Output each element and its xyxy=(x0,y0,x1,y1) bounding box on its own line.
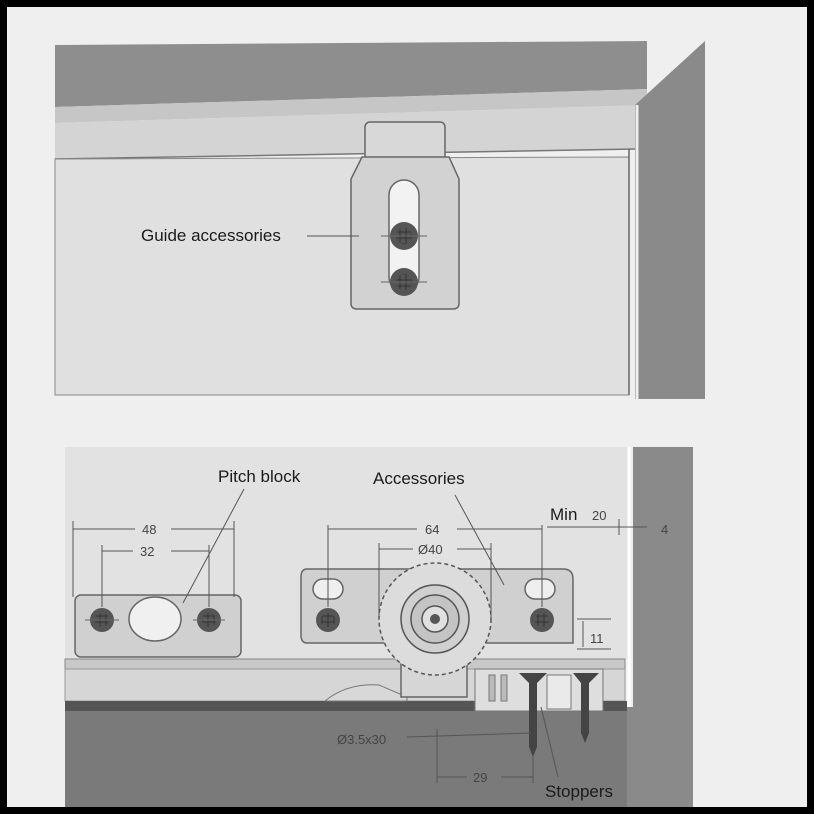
floor-block xyxy=(65,711,627,807)
top-frame-rail xyxy=(55,41,647,107)
dim-29: 29 xyxy=(473,770,487,785)
stoppers-label: Stoppers xyxy=(545,782,613,801)
guide-accessories-label: Guide accessories xyxy=(141,226,281,245)
accessories-label: Accessories xyxy=(373,469,465,488)
top-door-panel xyxy=(54,156,630,396)
dimension-lines xyxy=(72,519,647,783)
diagram-photo: Guide accessories xyxy=(7,7,807,807)
dim-64: 64 xyxy=(425,522,439,537)
dim-4: 4 xyxy=(661,522,668,537)
installation-diagram: Guide accessories xyxy=(54,41,705,807)
top-track xyxy=(55,105,647,159)
dim-screw: Ø3.5x30 xyxy=(337,732,386,747)
pitch-leader-line xyxy=(182,488,245,604)
bottom-panel: Pitch block Accessories Min Stoppers 48 … xyxy=(64,447,693,807)
pitch-block xyxy=(74,594,242,658)
min-label: Min xyxy=(550,505,577,524)
guide-bracket xyxy=(350,121,460,310)
screw-icon xyxy=(573,673,599,743)
dim-20: 20 xyxy=(592,508,606,523)
stoppers-leader-line xyxy=(540,706,559,778)
stoppers xyxy=(474,668,604,757)
top-panel: Guide accessories xyxy=(54,41,705,399)
accessories-leader-line xyxy=(454,494,505,586)
bottom-right-wall xyxy=(627,447,693,807)
dim-11: 11 xyxy=(590,631,604,646)
top-right-wall xyxy=(635,41,705,399)
screw-icon xyxy=(519,673,547,757)
roller-accessory xyxy=(300,562,574,698)
dim-40: Ø40 xyxy=(418,542,443,557)
dim-32: 32 xyxy=(140,544,154,559)
dim-48: 48 xyxy=(142,522,156,537)
bottom-track xyxy=(65,701,627,711)
pitch-block-label: Pitch block xyxy=(218,467,301,486)
